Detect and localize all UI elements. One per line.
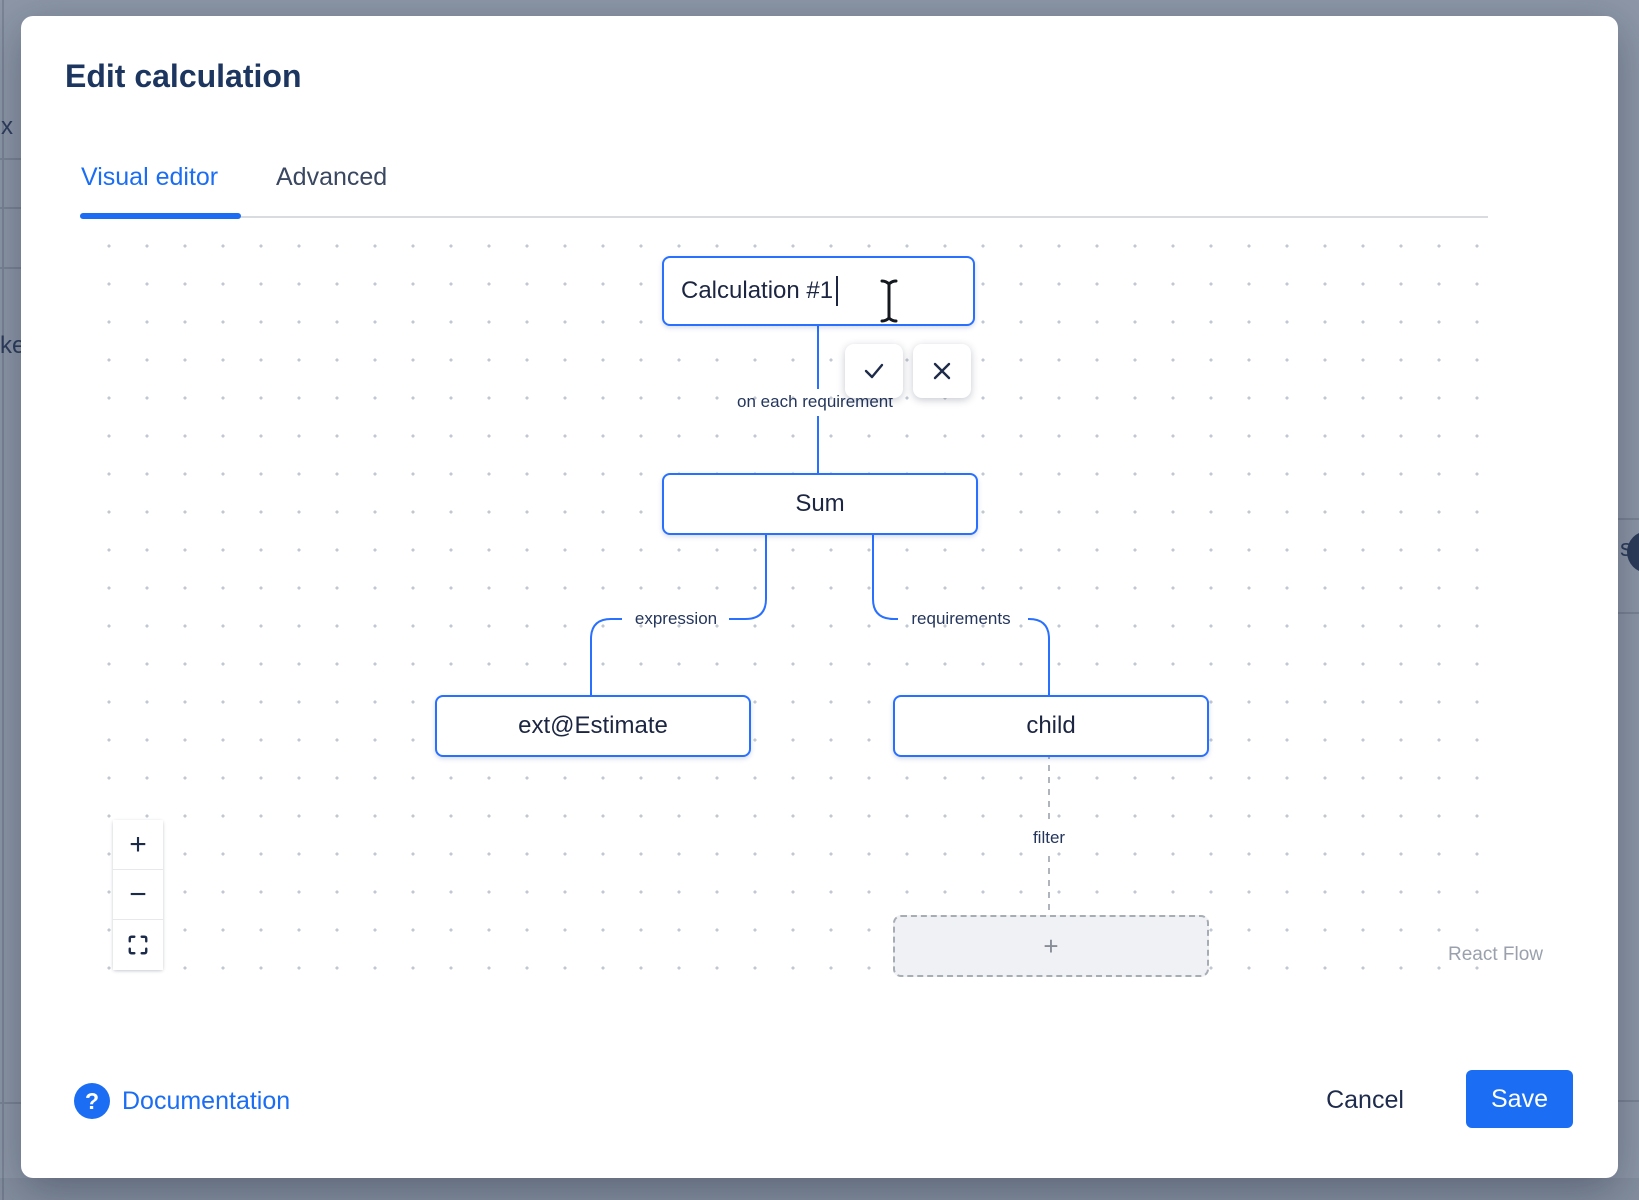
plus-icon: + bbox=[129, 827, 147, 861]
minus-icon: − bbox=[129, 877, 147, 911]
backdrop-bottom-strip bbox=[0, 1178, 1639, 1200]
text-caret bbox=[836, 276, 839, 306]
fit-view-button[interactable] bbox=[113, 920, 163, 970]
documentation-link[interactable]: ? Documentation bbox=[74, 1083, 290, 1119]
backdrop-grid-line bbox=[1618, 612, 1639, 614]
backdrop-grid-line bbox=[0, 158, 21, 160]
node-child[interactable]: child bbox=[893, 695, 1209, 757]
backdrop-grid-line bbox=[0, 1102, 21, 1104]
fit-view-icon bbox=[128, 935, 148, 955]
calculation-name-input[interactable]: Calculation #1 bbox=[662, 256, 975, 326]
node-sum[interactable]: Sum bbox=[662, 473, 978, 535]
react-flow-attribution: React Flow bbox=[1448, 944, 1544, 965]
edge-label-expression: expression bbox=[634, 609, 718, 628]
edge-label-requirements: requirements bbox=[911, 609, 1011, 628]
cancel-button[interactable]: Cancel bbox=[1300, 1078, 1430, 1122]
node-sum-label: Sum bbox=[795, 490, 845, 517]
zoom-out-button[interactable]: − bbox=[113, 870, 163, 920]
backdrop-avatar bbox=[1627, 531, 1639, 573]
tab-advanced[interactable]: Advanced bbox=[276, 163, 388, 191]
backdrop-grid-line bbox=[0, 207, 21, 209]
save-button[interactable]: Save bbox=[1466, 1070, 1573, 1128]
dialog-title: Edit calculation bbox=[65, 58, 302, 94]
tab-visual-editor[interactable]: Visual editor bbox=[81, 163, 219, 191]
ibeam-cursor-icon bbox=[880, 279, 898, 323]
edge-label-filter: filter bbox=[1032, 828, 1066, 847]
zoom-in-button[interactable]: + bbox=[113, 820, 163, 870]
backdrop-grid-line bbox=[2, 0, 4, 1200]
canvas-controls: + − bbox=[113, 820, 163, 970]
node-add-filter-placeholder[interactable]: + bbox=[893, 915, 1209, 977]
flow-canvas[interactable] bbox=[80, 213, 1490, 975]
backdrop-grid-line bbox=[1618, 1100, 1639, 1102]
close-icon bbox=[933, 362, 951, 380]
documentation-label: Documentation bbox=[122, 1086, 291, 1115]
help-icon: ? bbox=[74, 1083, 110, 1119]
check-icon bbox=[864, 363, 884, 379]
backdrop-grid-line bbox=[1618, 518, 1639, 520]
node-ext-estimate[interactable]: ext@Estimate bbox=[435, 695, 751, 757]
confirm-name-button[interactable] bbox=[845, 344, 903, 398]
backdrop-grid-line bbox=[0, 267, 21, 269]
plus-icon: + bbox=[1043, 930, 1059, 961]
calculation-name-value: Calculation #1 bbox=[681, 277, 834, 304]
node-child-label: child bbox=[1026, 712, 1076, 739]
backdrop-clipped-text: x bbox=[1, 113, 13, 140]
cancel-name-button[interactable] bbox=[913, 344, 971, 398]
node-ext-estimate-label: ext@Estimate bbox=[518, 712, 668, 739]
